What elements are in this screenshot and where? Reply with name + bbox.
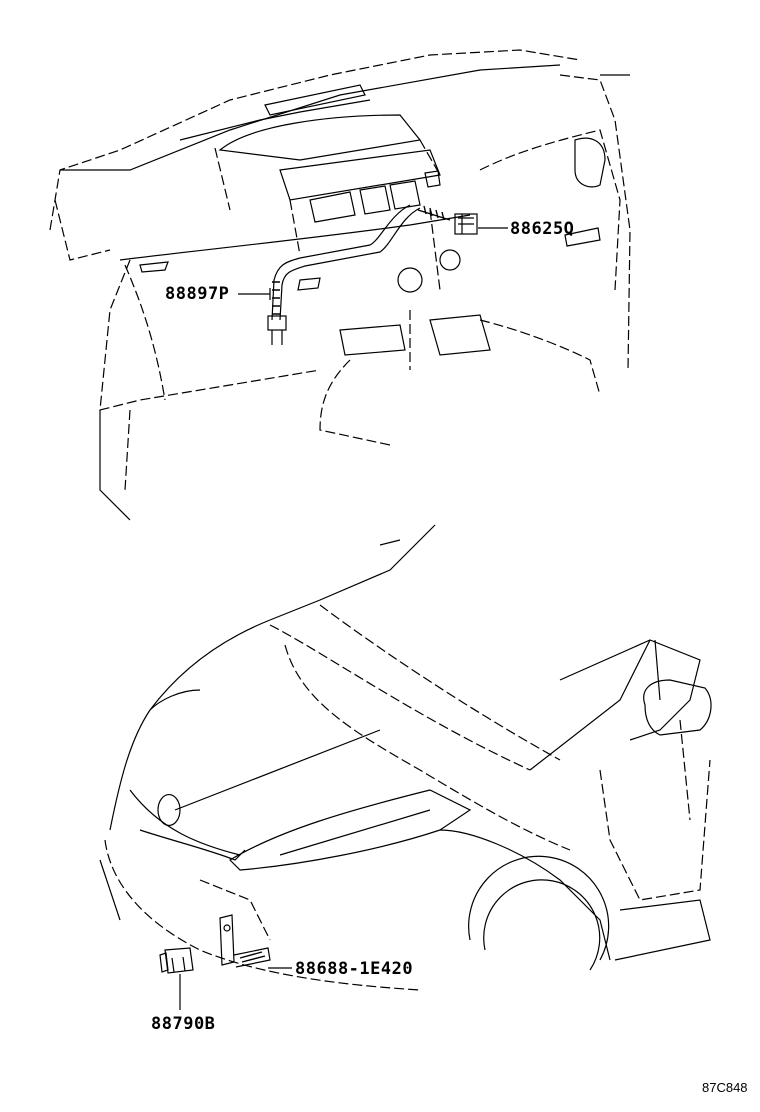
callout-88688-1E420[interactable]: 88688-1E420 (295, 959, 414, 979)
callout-88790B[interactable]: 88790B (151, 1014, 216, 1034)
vehicle-front-drawing (99, 524, 712, 991)
illustration-code: 87C848 (702, 1080, 748, 1095)
instrument-panel-drawing (49, 49, 631, 521)
callout-88625Q[interactable]: 88625Q (510, 219, 575, 239)
callout-88897P[interactable]: 88897P (165, 284, 230, 304)
